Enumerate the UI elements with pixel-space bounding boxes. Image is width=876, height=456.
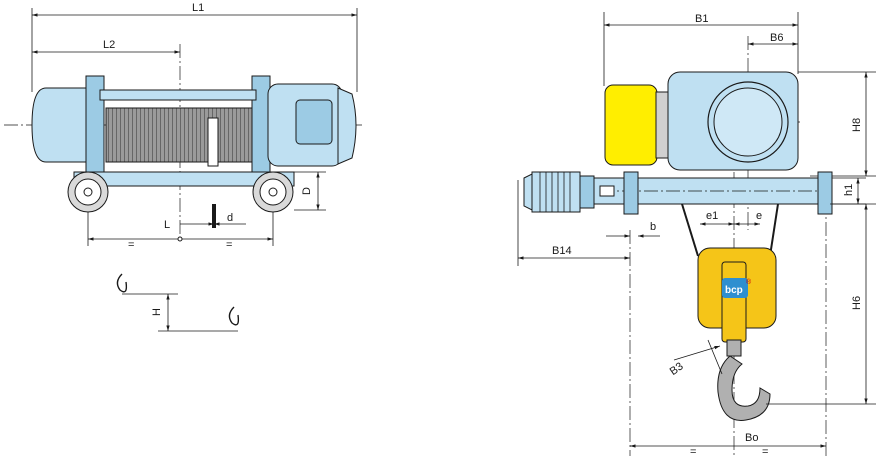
motor-fins	[539, 172, 571, 212]
wheel-flange-left	[623, 171, 639, 215]
label-L1: L1	[192, 2, 204, 14]
label-equal-left: =	[690, 446, 696, 456]
label-equal-right: =	[762, 446, 768, 456]
side-view: L1 L2	[4, 2, 362, 251]
drum-flange-inner	[713, 87, 783, 157]
lift-height-diagram: H	[116, 273, 240, 332]
buffer	[599, 185, 615, 197]
label-equal-left: =	[128, 239, 134, 251]
terminal-box	[295, 99, 333, 145]
travel-motor-cap	[523, 173, 533, 211]
travel-motor	[531, 171, 581, 213]
control-box	[604, 84, 658, 166]
hook-block-cheek	[721, 261, 747, 343]
bcp-logo: bcp ®	[722, 278, 752, 298]
frame-tie-bar	[99, 89, 257, 101]
travel-gear	[579, 175, 595, 209]
hook-symbol-upper	[116, 273, 128, 293]
dim-B3-line	[673, 345, 721, 361]
wheel-left	[67, 171, 109, 213]
label-B1: B1	[695, 13, 708, 25]
label-Bo: Bo	[745, 432, 758, 444]
label-B3: B3	[668, 360, 686, 378]
logo-text: bcp	[725, 285, 743, 296]
center-mark	[177, 236, 183, 242]
label-equal-right: =	[226, 239, 232, 251]
logo-badge	[722, 278, 748, 298]
label-H8: H8	[851, 118, 863, 132]
label-L2: L2	[103, 39, 115, 51]
hook	[717, 355, 771, 421]
label-e1: e1	[706, 210, 718, 222]
label-b: b	[650, 221, 656, 233]
motor-fan-cover	[337, 87, 357, 165]
wheel-right	[252, 171, 294, 213]
label-d: d	[227, 212, 233, 224]
label-h1: h1	[843, 184, 855, 196]
wheel-flange-right	[817, 171, 833, 215]
end-view: B1 B6 H8	[517, 12, 876, 456]
rope-left	[681, 203, 699, 257]
label-H6: H6	[851, 296, 863, 310]
ext-line	[707, 339, 723, 375]
rope-right	[769, 203, 779, 257]
label-L: L	[164, 219, 170, 231]
label-H: H	[151, 308, 163, 316]
label-B6: B6	[770, 32, 783, 44]
rope-drum	[105, 107, 253, 163]
logo-mark: ®	[746, 278, 752, 286]
label-B14: B14	[552, 245, 572, 257]
label-D: D	[301, 187, 313, 195]
rope-guide	[207, 117, 219, 167]
hook-symbol-lower	[228, 306, 240, 326]
hook-shank	[726, 339, 742, 357]
label-e: e	[756, 210, 762, 222]
drum-end-cap	[31, 87, 91, 163]
